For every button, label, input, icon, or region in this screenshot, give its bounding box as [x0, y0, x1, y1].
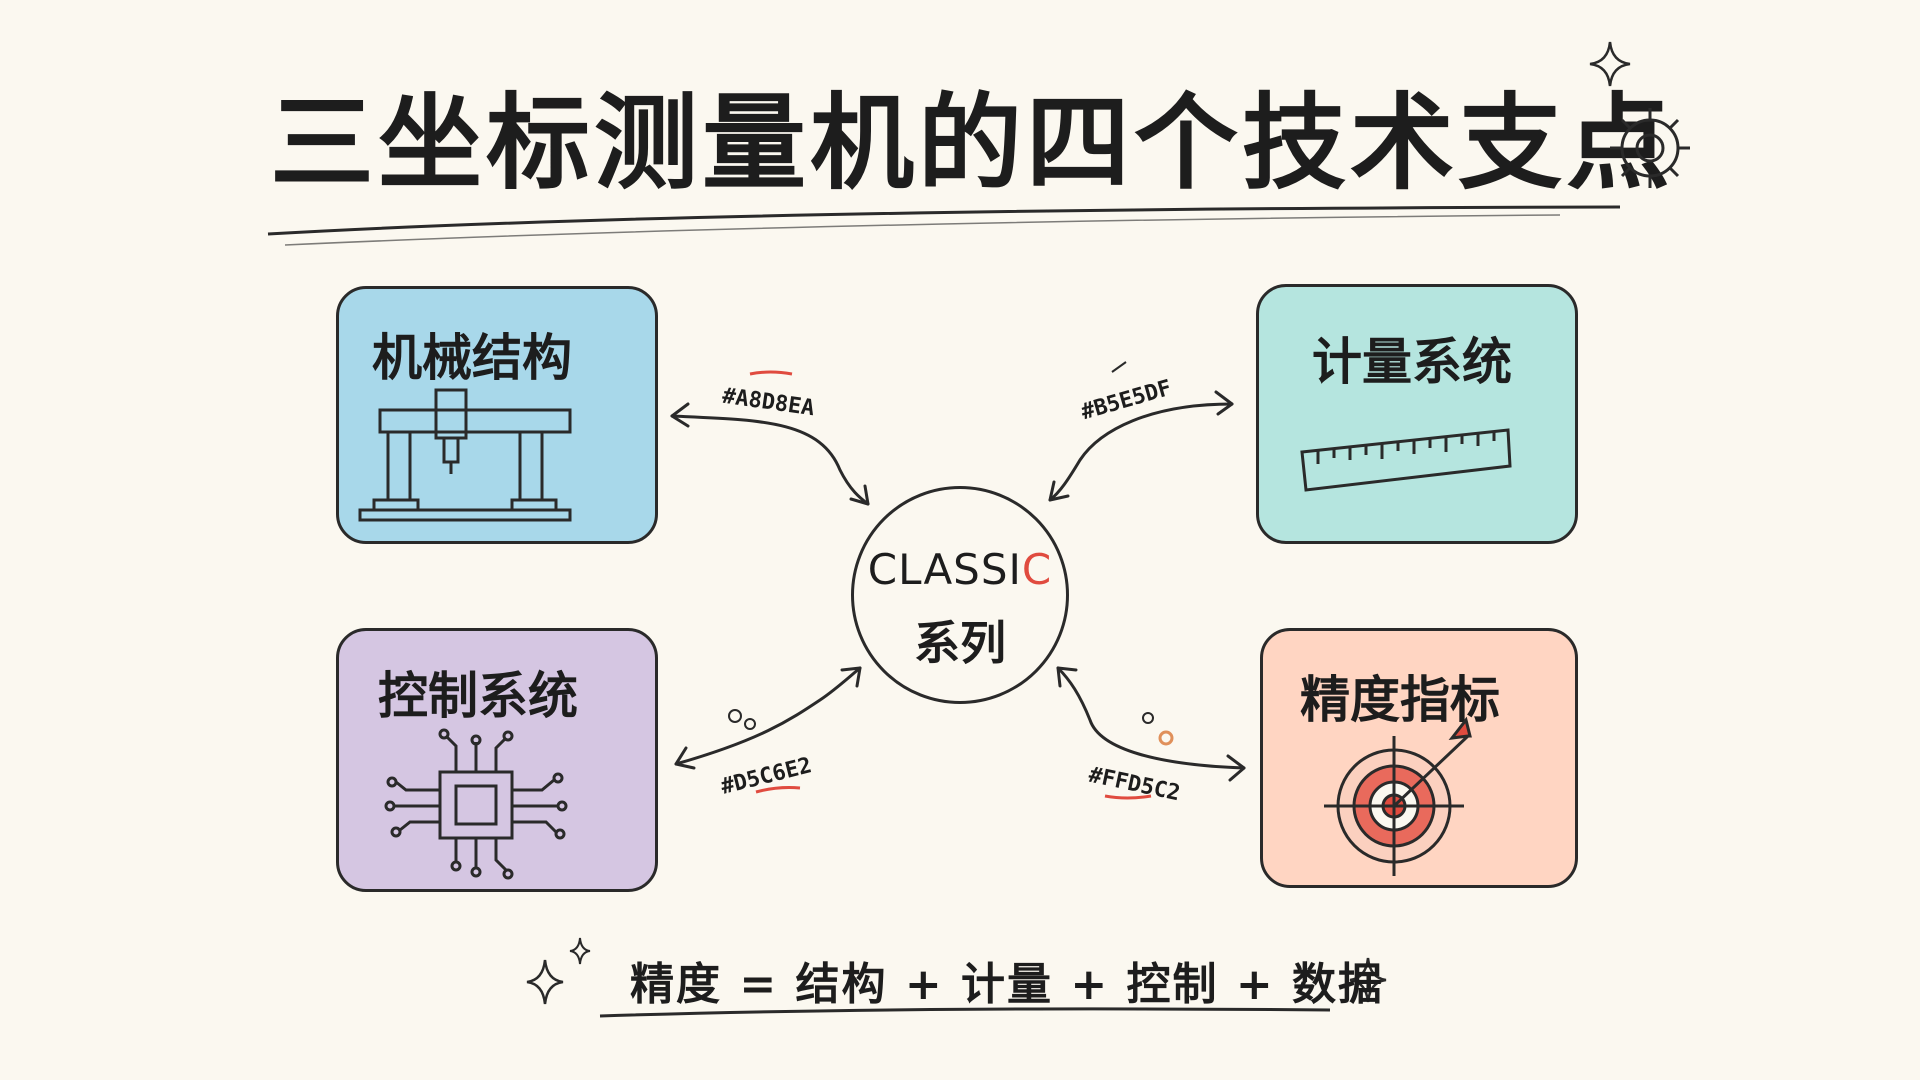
card-title-control: 控制系统 [378, 667, 578, 725]
arrow-bottom-left [674, 666, 862, 766]
ruler-icon [1300, 428, 1512, 492]
gear-icon [1610, 108, 1690, 188]
arrow-top-right [1048, 402, 1234, 502]
page-title: 三坐标测量机的四个技术支点 [270, 82, 1675, 204]
card-metrology [1256, 284, 1578, 544]
center-node: CLASSIC 系列 [851, 486, 1069, 704]
chip-icon [384, 728, 568, 880]
target-icon [1324, 716, 1472, 876]
doodle-dot [744, 718, 756, 730]
arrow-bottom-right [1056, 666, 1246, 770]
doodle-dot [728, 709, 742, 723]
doodle-dot [1142, 712, 1154, 724]
card-title-mechanical: 机械结构 [372, 329, 572, 387]
sparkle-icon [526, 959, 564, 1005]
formula-underline [599, 1007, 1331, 1018]
accent-mark [1104, 794, 1152, 800]
center-label-series: CLASSIC [867, 545, 1053, 594]
accent-mark [755, 786, 801, 794]
doodle-dot [1158, 730, 1174, 746]
title-underline-2 [284, 214, 1561, 246]
sparkle-icon [569, 937, 591, 965]
title-underline [267, 205, 1621, 236]
accent-mark [749, 370, 793, 376]
center-label-cn: 系列 [914, 616, 1006, 670]
arrow-top-left [670, 414, 870, 506]
accent-mark [1111, 361, 1127, 373]
sparkle-icon [1589, 41, 1631, 87]
gantry-icon [358, 388, 572, 522]
sparkle-icon [1349, 957, 1387, 1003]
formula: 精度 = 结构 + 计量 + 控制 + 数据 [630, 959, 1385, 1010]
card-title-metrology: 计量系统 [1312, 333, 1512, 391]
